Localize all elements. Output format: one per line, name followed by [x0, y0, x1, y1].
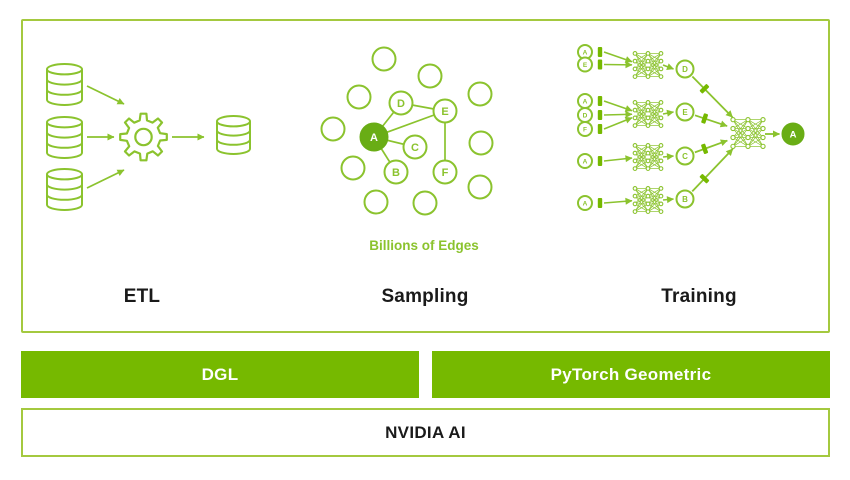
- graph-node: [432, 159, 458, 185]
- graph-node: [675, 146, 695, 166]
- database-icon: [46, 62, 83, 106]
- graph-node: [359, 122, 389, 152]
- graph-node: [383, 159, 409, 185]
- edge-weight-block: [699, 174, 710, 184]
- flow-arrow: [694, 114, 728, 128]
- edge-weight-block: [701, 113, 709, 124]
- flow-arrow: [662, 109, 674, 117]
- flow-arrow: [603, 116, 633, 130]
- graph-node-unlabeled: [363, 189, 389, 215]
- flow-arrow: [603, 155, 633, 163]
- edge-weight-block: [597, 96, 603, 106]
- neural-network-icon: [632, 51, 664, 79]
- flow-arrow: [662, 196, 674, 204]
- graph-node: [402, 134, 428, 160]
- node-label: E: [441, 106, 448, 118]
- node-label: A: [790, 129, 797, 140]
- graph-node-unlabeled: [346, 84, 372, 110]
- node-label: E: [583, 62, 588, 69]
- neural-network-icon: [632, 100, 664, 128]
- neural-network-icon: [632, 186, 664, 214]
- flow-arrow: [662, 63, 674, 70]
- graph-node: [675, 189, 695, 209]
- node-label: A: [370, 132, 378, 144]
- section-label-training: Training: [661, 286, 737, 307]
- dgl-bar-label: DGL: [201, 364, 239, 384]
- edge-weight-block: [597, 110, 603, 120]
- graph-node-unlabeled: [371, 46, 397, 72]
- node-label: B: [392, 167, 400, 179]
- flow-arrow: [603, 51, 633, 63]
- pytorch-geometric-bar-label: PyTorch Geometric: [550, 364, 712, 384]
- graph-node-unlabeled: [412, 190, 438, 216]
- billions-of-edges-caption: Billions of Edges: [369, 238, 479, 253]
- database-icon: [46, 116, 83, 159]
- flow-arrow: [603, 110, 633, 118]
- graph-node: [388, 90, 414, 116]
- node-label: D: [397, 98, 405, 110]
- node-label: C: [411, 142, 419, 154]
- flow-arrow: [691, 148, 734, 193]
- dgl-bar: DGL: [21, 351, 419, 398]
- node-label: C: [682, 152, 688, 161]
- node-label: D: [583, 112, 588, 119]
- node-label: A: [583, 98, 588, 105]
- edge-weight-block: [597, 124, 603, 134]
- edge-weight-block: [701, 143, 709, 155]
- node-label: F: [442, 167, 449, 179]
- graph-node: [577, 121, 593, 137]
- neural-network-icon: [632, 143, 664, 171]
- section-label-sampling: Sampling: [381, 286, 469, 307]
- edge-weight-block: [597, 59, 603, 70]
- graph-node-unlabeled: [340, 155, 366, 181]
- node-label: A: [583, 200, 588, 207]
- neural-network-icon: [730, 117, 766, 149]
- node-label: F: [583, 126, 587, 133]
- flow-arrow: [603, 100, 633, 112]
- flow-arrow: [603, 197, 633, 205]
- etl-diagram: [46, 62, 251, 211]
- flow-arrow: [86, 169, 125, 189]
- node-label: B: [682, 195, 688, 204]
- graph-node-unlabeled: [417, 63, 443, 89]
- graph-node: [577, 56, 593, 73]
- pytorch-geometric-bar: PyTorch Geometric: [432, 351, 830, 398]
- edge-weight-block: [597, 47, 603, 57]
- flow-arrow: [691, 75, 734, 118]
- flow-arrow: [86, 85, 125, 105]
- database-icon: [46, 168, 83, 211]
- graph-node: [675, 59, 695, 79]
- graph-node-unlabeled: [320, 116, 346, 142]
- sampling-graph: D E A C B F: [320, 46, 494, 216]
- edge-weight-block: [597, 198, 603, 208]
- graph-node-unlabeled: [467, 174, 493, 200]
- node-label: E: [682, 108, 688, 117]
- graph-node-unlabeled: [468, 130, 494, 156]
- graph-node: [781, 122, 805, 146]
- nvidia-ai-bar-label: NVIDIA AI: [385, 422, 466, 442]
- section-label-etl: ETL: [123, 286, 161, 307]
- node-label: A: [583, 158, 588, 165]
- flow-arrow: [694, 139, 728, 154]
- flow-arrow: [662, 153, 674, 161]
- node-label: D: [682, 65, 688, 74]
- graph-node: [432, 98, 458, 124]
- graph-node-unlabeled: [467, 81, 493, 107]
- graph-node: [675, 102, 695, 122]
- edge-weight-block: [597, 156, 603, 166]
- database-icon: [216, 115, 251, 155]
- graph-node: [577, 153, 593, 169]
- edge-weight-block: [699, 84, 710, 94]
- node-label: A: [583, 49, 588, 56]
- graph-node: [577, 195, 593, 211]
- nvidia-ai-bar: NVIDIA AI: [21, 408, 830, 457]
